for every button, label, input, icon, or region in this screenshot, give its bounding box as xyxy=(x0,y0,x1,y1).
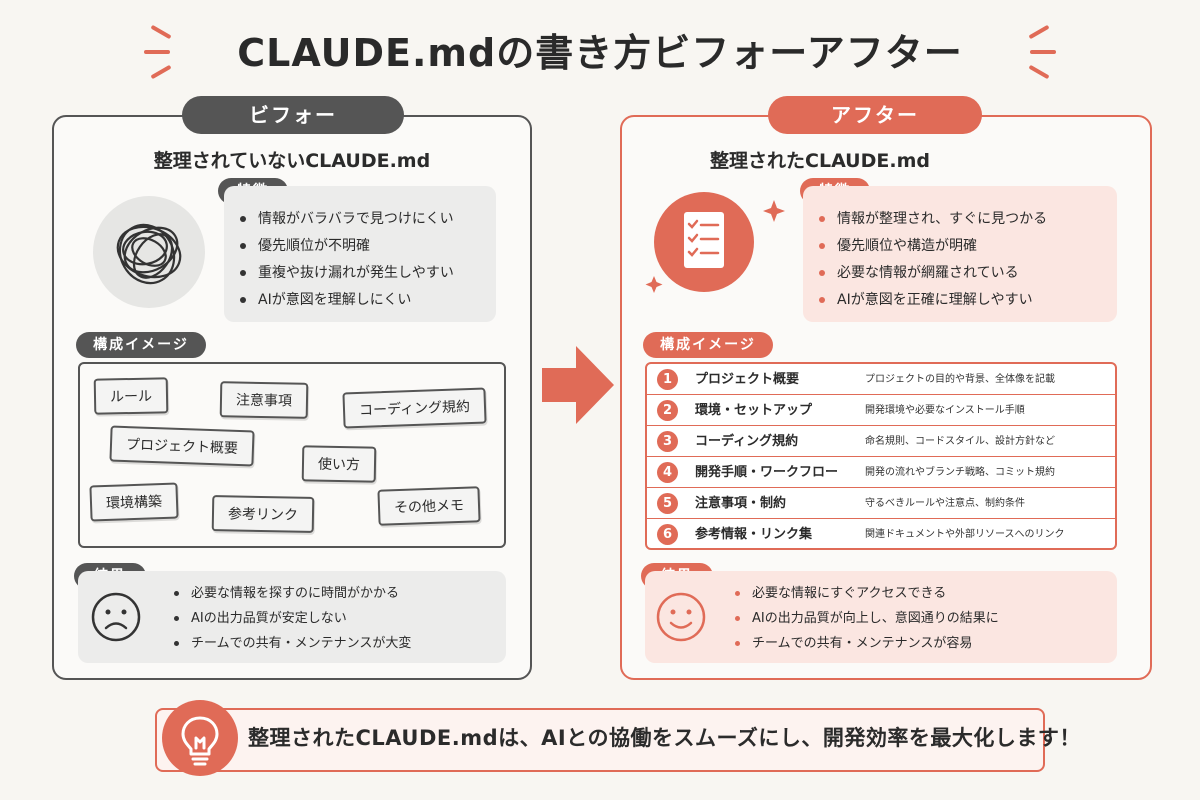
checklist-icon xyxy=(640,186,790,306)
section-name: 注意事項・制約 xyxy=(695,496,787,511)
list-item: AIの出力品質が向上し、意図通りの結果に xyxy=(735,606,999,631)
list-item: 優先順位が不明確 xyxy=(240,233,496,260)
tag-project-overview: プロジェクト概要 xyxy=(109,425,255,467)
section-name: 環境・セットアップ xyxy=(695,403,813,418)
lightbulb-icon xyxy=(162,700,238,776)
arrow-right-icon xyxy=(542,346,614,428)
tangle-icon xyxy=(93,196,205,308)
tag-ref-links: 参考リンク xyxy=(211,495,315,533)
table-row: 5 注意事項・制約 守るべきルールや注意点、制約条件 xyxy=(647,488,1115,519)
table-row: 6 参考情報・リンク集 関連ドキュメントや外部リソースへのリンク xyxy=(647,519,1115,548)
list-item: 必要な情報にすぐアクセスできる xyxy=(735,581,999,606)
after-features-box: 情報が整理され、すぐに見つかる 優先順位や構造が明確 必要な情報が網羅されている… xyxy=(803,186,1117,322)
before-result-box: 必要な情報を探すのに時間がかかる AIの出力品質が安定しない チームでの共有・メ… xyxy=(78,571,506,663)
list-item: チームでの共有・メンテナンスが大変 xyxy=(174,631,411,656)
section-number: 6 xyxy=(657,524,678,545)
summary-banner xyxy=(155,708,1045,772)
section-number: 3 xyxy=(657,431,678,452)
section-number: 1 xyxy=(657,369,678,390)
list-item: 情報が整理され、すぐに見つかる xyxy=(819,206,1117,233)
after-result-box: 必要な情報にすぐアクセスできる AIの出力品質が向上し、意図通りの結果に チーム… xyxy=(645,571,1117,663)
after-structure-box: 1 プロジェクト概要 プロジェクトの目的や背景、全体像を記載 2 環境・セットア… xyxy=(645,362,1117,550)
list-item: 重複や抜け漏れが発生しやすい xyxy=(240,260,496,287)
before-features-box: 情報がバラバラで見つけにくい 優先順位が不明確 重複や抜け漏れが発生しやすい A… xyxy=(224,186,496,322)
before-structure-label: 構成イメージ xyxy=(76,332,206,358)
list-item: AIが意図を正確に理解しやすい xyxy=(819,287,1117,314)
tag-usage: 使い方 xyxy=(301,445,377,483)
list-item: 情報がバラバラで見つけにくい xyxy=(240,206,496,233)
page-title: CLAUDE.mdの書き方ビフォーアフター xyxy=(237,31,963,75)
section-desc: 開発環境や必要なインストール手順 xyxy=(865,405,1025,416)
table-row: 2 環境・セットアップ 開発環境や必要なインストール手順 xyxy=(647,395,1115,426)
summary-text: 整理されたCLAUDE.mdは、AIとの協働をスムーズにし、開発効率を最大化しま… xyxy=(248,726,1081,750)
section-desc: 関連ドキュメントや外部リソースへのリンク xyxy=(865,529,1065,540)
section-number: 4 xyxy=(657,462,678,483)
list-item: 必要な情報を探すのに時間がかかる xyxy=(174,581,411,606)
list-item: チームでの共有・メンテナンスが容易 xyxy=(735,631,999,656)
section-name: プロジェクト概要 xyxy=(695,372,800,387)
section-desc: プロジェクトの目的や背景、全体像を記載 xyxy=(865,374,1055,385)
before-subtitle: 整理されていないCLAUDE.md xyxy=(153,150,431,172)
section-name: コーディング規約 xyxy=(695,434,799,449)
list-item: 優先順位や構造が明確 xyxy=(819,233,1117,260)
section-number: 5 xyxy=(657,493,678,514)
tag-notes: 注意事項 xyxy=(219,381,309,419)
list-item: AIの出力品質が安定しない xyxy=(174,606,411,631)
before-tab: ビフォー xyxy=(182,96,404,134)
tag-rules: ルール xyxy=(93,377,169,415)
after-tab: アフター xyxy=(768,96,982,134)
smiley-face-icon xyxy=(655,591,707,647)
table-row: 1 プロジェクト概要 プロジェクトの目的や背景、全体像を記載 xyxy=(647,364,1115,395)
after-structure-label: 構成イメージ xyxy=(643,332,773,358)
list-item: 必要な情報が網羅されている xyxy=(819,260,1117,287)
after-subtitle: 整理されたCLAUDE.md xyxy=(710,150,930,172)
section-number: 2 xyxy=(657,400,678,421)
section-desc: 命名規則、コードスタイル、設計方針など xyxy=(865,436,1055,447)
table-row: 3 コーディング規約 命名規則、コードスタイル、設計方針など xyxy=(647,426,1115,457)
section-desc: 守るべきルールや注意点、制約条件 xyxy=(865,498,1025,509)
section-name: 参考情報・リンク集 xyxy=(695,527,813,542)
tag-coding-rules: コーディング規約 xyxy=(342,387,487,429)
tag-other-memo: その他メモ xyxy=(377,486,481,526)
sad-face-icon xyxy=(90,591,142,647)
section-name: 開発手順・ワークフロー xyxy=(695,465,839,480)
tag-env-setup: 環境構築 xyxy=(89,482,179,522)
section-desc: 開発の流れやブランチ戦略、コミット規約 xyxy=(865,467,1055,478)
list-item: AIが意図を理解しにくい xyxy=(240,287,496,314)
table-row: 4 開発手順・ワークフロー 開発の流れやブランチ戦略、コミット規約 xyxy=(647,457,1115,488)
